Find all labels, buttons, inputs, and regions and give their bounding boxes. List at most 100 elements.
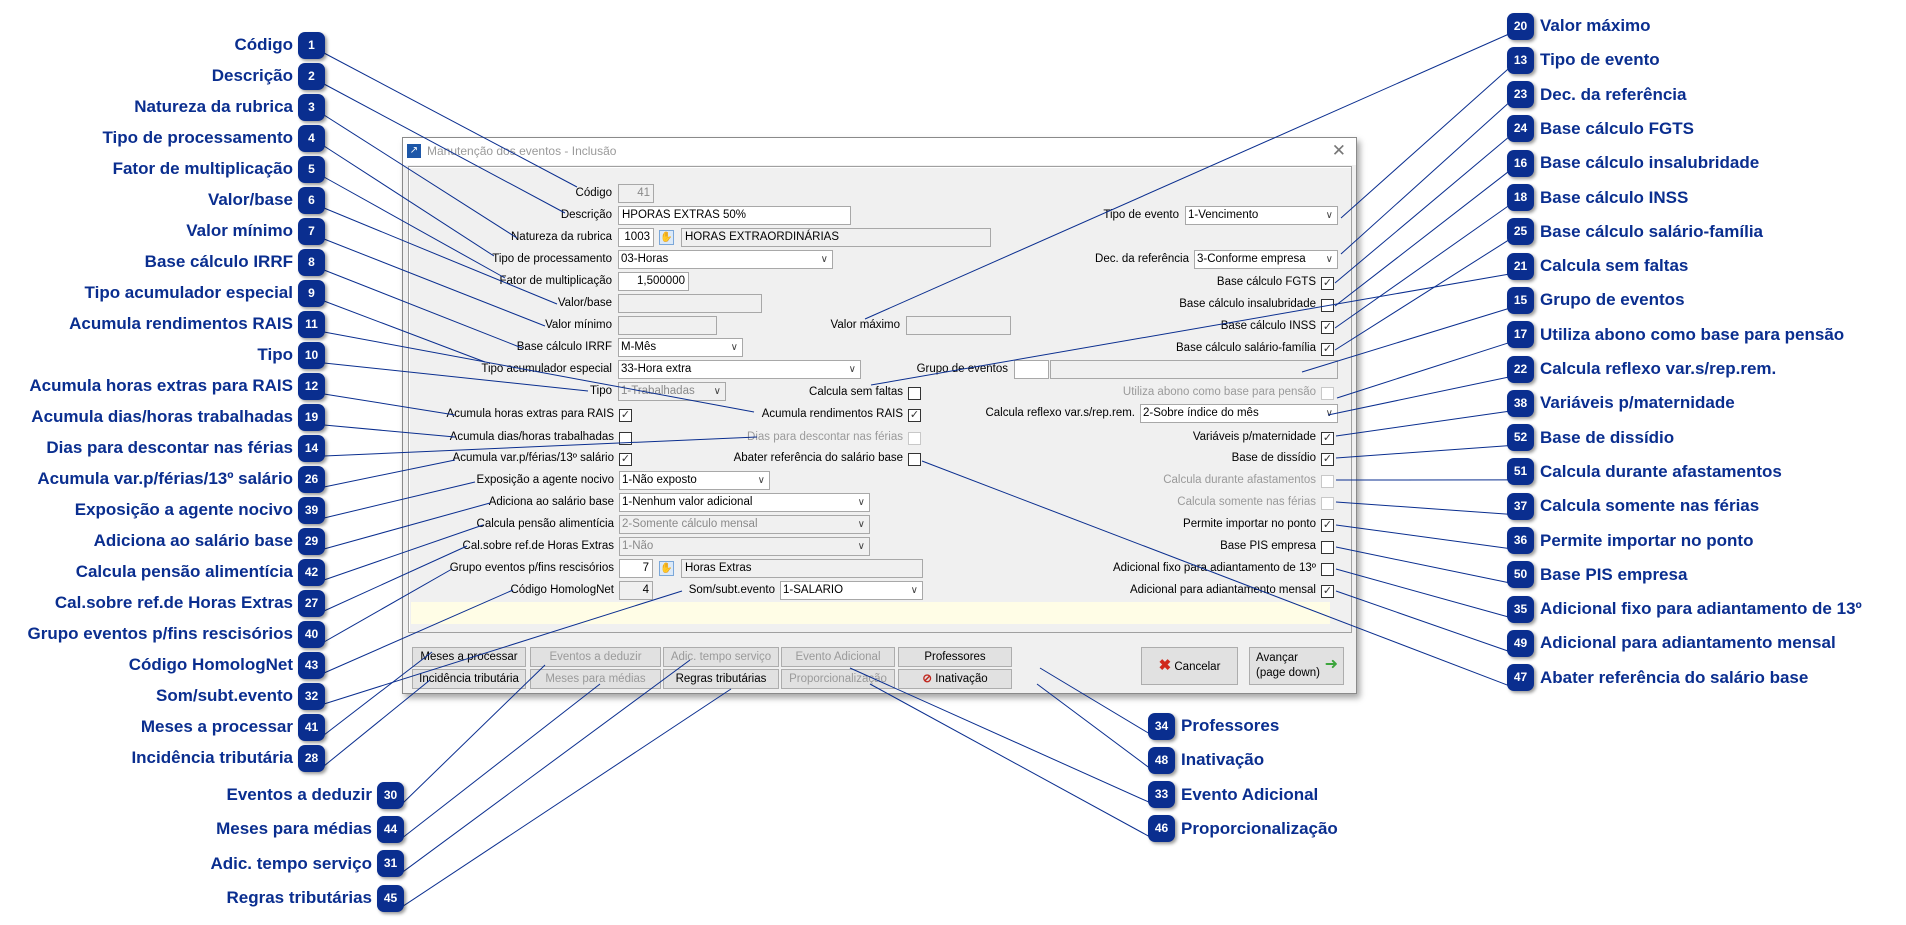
adicional-mensal-checkbox[interactable]: ✓ [1321, 585, 1334, 598]
callout-label: Base cálculo salário-família [1540, 221, 1763, 241]
callout-badge: 32 [298, 682, 325, 710]
grupo-rescisorios-code-input[interactable]: 7 [619, 559, 653, 578]
fator-input[interactable]: 1,500000 [618, 272, 689, 291]
base-fgts-checkbox[interactable]: ✓ [1321, 277, 1334, 290]
callout-label: Valor máximo [1540, 16, 1651, 35]
callout-label: Adicional para adiantamento mensal [1540, 633, 1836, 653]
base-insalubridade-checkbox[interactable] [1321, 299, 1334, 312]
regras-button[interactable]: Regras tributárias [663, 669, 779, 689]
tipo-acumulador-label: Tipo acumulador especial [481, 363, 612, 375]
som-subt-select[interactable]: 1-SALARIO∨ [780, 581, 923, 600]
callout-badge: 38 [1507, 389, 1534, 417]
adiciona-salario-select[interactable]: 1-Nenhum valor adicional∨ [619, 493, 870, 512]
callout-badge: 7 [298, 217, 325, 245]
callout-badge: 30 [377, 781, 404, 809]
proporcionalizacao-button[interactable]: Proporcionalização [781, 669, 895, 689]
callout-badge: 33 [1148, 781, 1175, 809]
base-irrf-select[interactable]: M-Mês∨ [618, 338, 743, 357]
inativacao-button[interactable]: ⊘ Inativação [898, 669, 1012, 689]
calcula-pensao-select[interactable]: 2-Somente cálculo mensal∨ [619, 515, 870, 534]
lookup-icon[interactable]: ✋ [659, 230, 674, 245]
descricao-input[interactable]: HPORAS EXTRAS 50% [618, 206, 851, 225]
meses-processar-button[interactable]: Meses a processar [412, 647, 526, 667]
dec-referencia-select[interactable]: 3-Conforme empresa∨ [1194, 250, 1338, 269]
callout-badge: 37 [1507, 492, 1534, 520]
professores-button[interactable]: Professores [898, 647, 1012, 667]
base-inss-checkbox[interactable]: ✓ [1321, 321, 1334, 334]
permite-ponto-checkbox[interactable]: ✓ [1321, 519, 1334, 532]
callout-label: Tipo de processamento [102, 128, 293, 147]
base-salario-familia-label: Base cálculo salário-família [1176, 342, 1316, 354]
eventos-deduzir-button[interactable]: Eventos a deduzir [530, 647, 661, 667]
callout-label: Professores [1181, 716, 1280, 735]
callout-label: Acumula rendimentos RAIS [69, 314, 293, 333]
acum-rendimentos-rais-checkbox[interactable]: ✓ [908, 409, 921, 422]
incidencia-button[interactable]: Incidência tributária [412, 669, 526, 689]
valor-minimo-input[interactable] [618, 316, 717, 335]
codigo-homolognet-field: 4 [619, 581, 653, 600]
calcula-sem-faltas-checkbox[interactable] [908, 387, 921, 400]
avancar-button[interactable]: Avançar(page down)➜ [1249, 647, 1344, 685]
leader-line [1335, 501, 1510, 515]
valor-maximo-input[interactable] [906, 316, 1011, 335]
dias-descontar-ferias-checkbox[interactable] [908, 432, 921, 445]
tipo-processamento-label: Tipo de processamento [492, 253, 612, 265]
natureza-code-input[interactable]: 1003 [618, 228, 654, 247]
chevron-down-icon: ∨ [820, 254, 828, 265]
valor-base-input[interactable] [618, 294, 762, 313]
chevron-down-icon: ∨ [857, 519, 865, 530]
evento-adicional-button[interactable]: Evento Adicional [781, 647, 895, 667]
calcula-ferias-label: Calcula somente nas férias [1177, 496, 1316, 508]
valor-maximo-label: Valor máximo [830, 319, 900, 331]
base-salario-familia-checkbox[interactable]: ✓ [1321, 343, 1334, 356]
callout-badge: 46 [1148, 815, 1175, 843]
tipo-evento-label: Tipo de evento [1103, 209, 1179, 221]
utiliza-abono-checkbox[interactable] [1321, 387, 1334, 400]
adicional-fixo-13-checkbox[interactable] [1321, 563, 1334, 576]
calcula-afastamentos-label: Calcula durante afastamentos [1163, 474, 1316, 486]
calcula-reflexo-select[interactable]: 2-Sobre índice do mês∨ [1140, 404, 1338, 423]
cancelar-button[interactable]: ✖ Cancelar [1141, 647, 1238, 685]
calcula-afastamentos-checkbox[interactable] [1321, 475, 1334, 488]
tipo-acumulador-select[interactable]: 33-Hora extra∨ [618, 360, 861, 379]
codigo-homolognet-label: Código HomologNet [510, 584, 614, 596]
codigo-field: 41 [618, 184, 654, 203]
exposicao-value: 1-Não exposto [622, 474, 697, 486]
calcula-ferias-checkbox[interactable] [1321, 497, 1334, 510]
leader-line [1036, 683, 1151, 769]
callout-label: Calcula sem faltas [1540, 256, 1689, 276]
lookup-icon[interactable]: ✋ [659, 561, 674, 576]
adic-tempo-button[interactable]: Adic. tempo serviço [663, 647, 779, 667]
callout-label: Adiciona ao salário base [93, 531, 293, 550]
tipo-select[interactable]: 1-Trabalhadas∨ [618, 382, 726, 401]
base-pis-checkbox[interactable] [1321, 541, 1334, 554]
meses-medias-button[interactable]: Meses para médias [530, 669, 661, 689]
leader-line [1335, 445, 1510, 459]
acum-var-ferias-checkbox[interactable]: ✓ [619, 453, 632, 466]
tipo-evento-select[interactable]: 1-Vencimento∨ [1185, 206, 1338, 225]
acum-dias-horas-label: Acumula dias/horas trabalhadas [449, 431, 614, 443]
acum-dias-horas-checkbox[interactable] [619, 432, 632, 445]
callout-badge: 47 [1507, 664, 1534, 692]
close-icon[interactable]: ✕ [1331, 141, 1346, 160]
exposicao-select[interactable]: 1-Não exposto∨ [619, 471, 770, 490]
tipo-evento-value: 1-Vencimento [1188, 209, 1259, 221]
chevron-down-icon: ∨ [1325, 254, 1333, 265]
base-dissidio-checkbox[interactable]: ✓ [1321, 453, 1334, 466]
leader-line [402, 688, 732, 907]
grupo-eventos-code-input[interactable] [1014, 360, 1049, 379]
callout-badge: 6 [298, 186, 325, 214]
variaveis-maternidade-checkbox[interactable]: ✓ [1321, 432, 1334, 445]
callout-label: Código [234, 35, 293, 54]
fator-label: Fator de multiplicação [499, 275, 613, 287]
callout-label: Permite importar no ponto [1540, 530, 1754, 550]
valor-base-label: Valor/base [557, 297, 612, 309]
tipo-processamento-select[interactable]: 03-Horas∨ [618, 250, 833, 269]
cal-sobre-ref-select[interactable]: 1-Não∨ [619, 537, 870, 556]
abater-referencia-checkbox[interactable] [908, 453, 921, 466]
leader-line [1336, 342, 1510, 399]
callout-label: Evento Adicional [1181, 784, 1319, 804]
acum-horas-extras-rais-checkbox[interactable]: ✓ [619, 409, 632, 422]
callout-label: Inativação [1181, 750, 1265, 770]
chevron-down-icon: ∨ [713, 386, 721, 397]
